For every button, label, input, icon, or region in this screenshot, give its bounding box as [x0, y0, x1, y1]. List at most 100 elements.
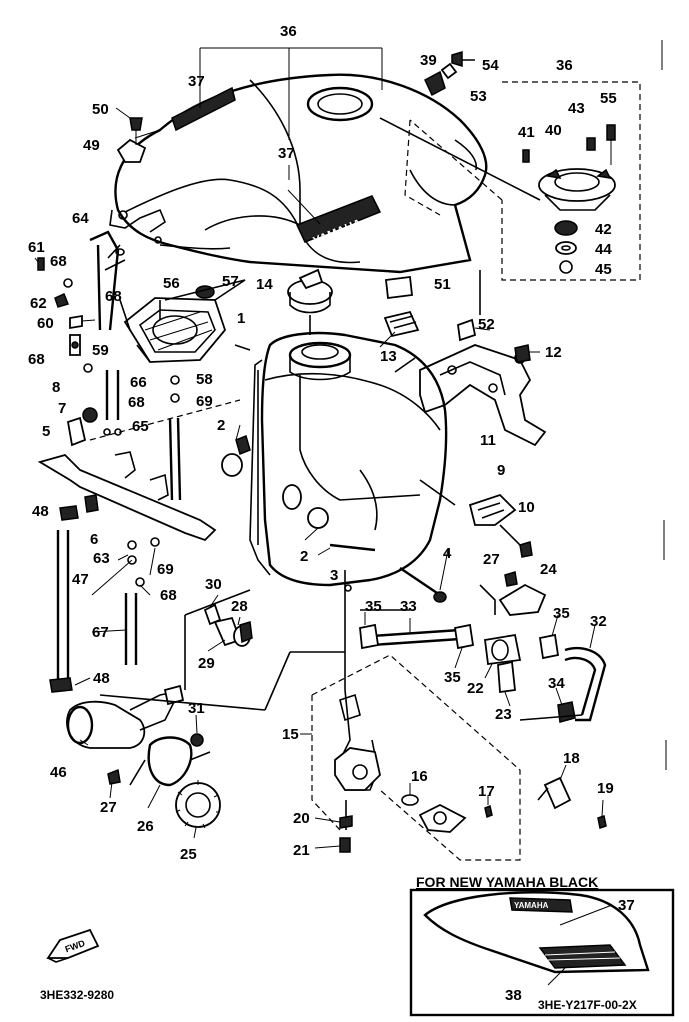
label-32: 32	[590, 613, 607, 630]
label-47: 47	[72, 571, 89, 588]
label-68-a: 68	[50, 253, 67, 270]
label-55: 55	[600, 90, 617, 107]
label-25: 25	[180, 846, 197, 863]
label-6: 6	[90, 531, 98, 548]
fwd-arrow: FWD	[46, 928, 100, 963]
label-27-b: 27	[100, 799, 117, 816]
label-58: 58	[196, 371, 213, 388]
label-69-b: 69	[157, 561, 174, 578]
label-20: 20	[293, 810, 310, 827]
rear-bracket	[419, 344, 547, 447]
label-23: 23	[495, 706, 512, 723]
bracket-18	[537, 776, 607, 829]
leader-lines	[34, 47, 604, 849]
filler-cap	[287, 268, 333, 335]
new-yamaha-black-inset: FOR NEW YAMAHA BLACK YAMAHA 37 38 3HE-Y2…	[409, 874, 675, 1017]
label-17: 17	[478, 783, 495, 800]
drawing-code: 3HE332-9280	[40, 988, 114, 1002]
label-54: 54	[482, 57, 499, 74]
label-18: 18	[563, 750, 580, 767]
main-fuel-tank	[221, 331, 448, 603]
label-36-right: 36	[556, 57, 573, 74]
label-31: 31	[188, 700, 205, 717]
fuel-cap-detail-box	[379, 81, 641, 281]
label-37-middle: 37	[278, 145, 295, 162]
label-34: 34	[548, 675, 565, 692]
label-68-c: 68	[28, 351, 45, 368]
label-29: 29	[198, 655, 215, 672]
label-11: 11	[480, 432, 496, 449]
label-16: 16	[411, 768, 428, 785]
label-37-top-left: 37	[188, 73, 205, 90]
label-28: 28	[231, 598, 248, 615]
label-40: 40	[545, 122, 562, 139]
label-68-d: 68	[128, 394, 145, 411]
label-27-a: 27	[483, 551, 500, 568]
label-7: 7	[58, 400, 66, 417]
label-45: 45	[595, 261, 612, 278]
label-10: 10	[518, 499, 535, 516]
fuel-pump-assembly	[66, 684, 221, 829]
left-bracket-assembly	[37, 375, 241, 542]
label-8: 8	[52, 379, 60, 396]
inset-title: FOR NEW YAMAHA BLACK	[416, 874, 598, 890]
label-57: 57	[222, 273, 239, 290]
label-46: 46	[50, 764, 67, 781]
label-12: 12	[545, 344, 562, 361]
label-14: 14	[256, 276, 273, 293]
fuel-sensor	[203, 603, 253, 647]
label-56: 56	[163, 275, 180, 292]
label-50: 50	[92, 101, 109, 118]
label-35-c: 35	[444, 669, 461, 686]
label-48-a: 48	[32, 503, 49, 520]
label-15: 15	[282, 726, 299, 743]
drain-hoses	[49, 530, 160, 693]
label-69-a: 69	[196, 393, 213, 410]
label-51: 51	[434, 276, 451, 293]
label-2-a: 2	[217, 417, 225, 434]
label-67: 67	[92, 624, 109, 641]
accessory-tray	[123, 279, 246, 363]
label-52: 52	[478, 316, 495, 333]
label-68-e: 68	[160, 587, 177, 604]
label-22: 22	[467, 680, 484, 697]
label-35-a: 35	[365, 598, 382, 615]
label-63: 63	[93, 550, 110, 567]
inset-label-38: 38	[505, 987, 522, 1004]
label-48-b: 48	[93, 670, 110, 687]
label-61: 61	[28, 239, 45, 256]
part-number-labels: 36 37 50 49 54 53 39 36 43 55 41 40 37 4…	[28, 23, 617, 863]
label-49: 49	[83, 137, 100, 154]
label-4: 4	[443, 545, 452, 562]
label-68-b: 68	[105, 288, 122, 305]
label-24: 24	[540, 561, 557, 578]
fuel-petcock-box	[311, 654, 521, 861]
label-19: 19	[597, 780, 614, 797]
label-35-b: 35	[553, 605, 570, 622]
label-36-top: 36	[280, 23, 297, 40]
left-upper-parts	[37, 230, 125, 436]
label-60: 60	[37, 315, 54, 332]
label-64: 64	[72, 210, 89, 227]
label-66: 66	[130, 374, 147, 391]
upper-fasteners	[116, 50, 475, 163]
page-edge-marks	[661, 40, 667, 770]
label-1: 1	[237, 310, 245, 327]
label-21: 21	[293, 842, 310, 859]
inset-label-37: 37	[618, 897, 635, 914]
label-26: 26	[137, 818, 154, 835]
label-5: 5	[42, 423, 50, 440]
rubber-parts-right	[383, 275, 477, 342]
label-33: 33	[400, 598, 417, 615]
label-62: 62	[30, 295, 47, 312]
label-9: 9	[497, 462, 505, 479]
label-3: 3	[330, 567, 338, 584]
label-53: 53	[470, 88, 487, 105]
label-13: 13	[380, 348, 397, 365]
inset-part-code: 3HE-Y217F-00-2X	[538, 998, 637, 1012]
label-42: 42	[595, 221, 612, 238]
label-59: 59	[92, 342, 109, 359]
tank-cover-outline	[109, 73, 488, 274]
inset-logo-text: YAMAHA	[514, 901, 549, 910]
